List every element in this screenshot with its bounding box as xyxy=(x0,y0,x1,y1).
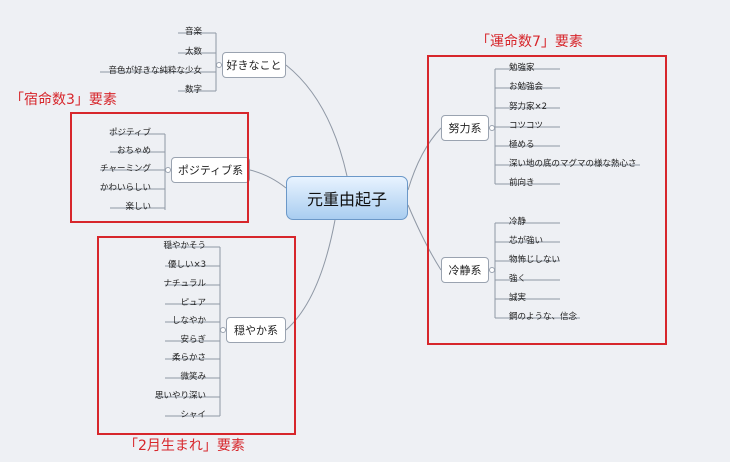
doryoku-leaf-7[interactable]: 前向き xyxy=(509,178,535,188)
positive-leaf-2[interactable]: おちゃめ xyxy=(116,146,151,156)
odayaka-leaf-5[interactable]: しなやか xyxy=(171,316,206,326)
odayaka-leaf-10[interactable]: シャイ xyxy=(180,410,206,420)
reisei-leaf-5[interactable]: 誠実 xyxy=(509,293,527,303)
positive-leaf-5[interactable]: 楽しい xyxy=(125,202,151,212)
doryoku-leaf-4[interactable]: コツコツ xyxy=(509,121,544,131)
connector-root-suki xyxy=(285,64,348,177)
branch-odayaka-node[interactable]: 穏やか系 xyxy=(226,317,286,343)
suki-leaf-4[interactable]: 数字 xyxy=(184,85,202,95)
reisei-leaf-6[interactable]: 鋼のような、信念 xyxy=(509,312,578,322)
root-node[interactable]: 元重由起子 xyxy=(286,176,408,220)
reisei-leaf-2[interactable]: 芯が強い xyxy=(509,236,544,246)
birth-highlight-box xyxy=(97,236,296,435)
branch-reisei-node[interactable]: 冷静系 xyxy=(441,257,489,283)
branch-suki-node[interactable]: 好きなこと xyxy=(222,52,286,78)
annotation-unmei: 「運命数7」要素 xyxy=(476,34,583,50)
positive-leaf-4[interactable]: かわいらしい xyxy=(99,183,151,193)
annotation-birth: 「2月生まれ」要素 xyxy=(124,438,245,454)
connector-root-doryoku xyxy=(407,127,442,191)
odayaka-leaf-9[interactable]: 思いやり深い xyxy=(154,391,206,401)
suki-leaf-3[interactable]: 音色が好きな純粋な少女 xyxy=(108,66,202,76)
connector-root-reisei xyxy=(407,204,442,271)
positive-leaf-1[interactable]: ポジティブ xyxy=(109,128,151,138)
odayaka-leaf-7[interactable]: 柔らかさ xyxy=(171,353,206,363)
doryoku-leaf-6[interactable]: 深い地の底のマグマの様な熱心さ xyxy=(509,159,637,169)
doryoku-leaf-3[interactable]: 努力家×2 xyxy=(509,102,548,112)
reisei-leaf-4[interactable]: 強く xyxy=(509,274,527,284)
branch-doryoku-node[interactable]: 努力系 xyxy=(441,115,489,141)
odayaka-leaf-8[interactable]: 微笑み xyxy=(180,372,206,382)
shukumei-highlight-box xyxy=(70,112,249,223)
suki-leaf-1[interactable]: 音楽 xyxy=(184,27,202,37)
odayaka-leaf-6[interactable]: 安らぎ xyxy=(180,335,206,345)
reisei-leaf-3[interactable]: 物怖じしない xyxy=(509,255,561,265)
doryoku-leaf-1[interactable]: 勉強家 xyxy=(509,63,535,73)
reisei-leaf-1[interactable]: 冷静 xyxy=(509,217,527,227)
doryoku-leaf-5[interactable]: 極める xyxy=(509,140,535,150)
unmei-highlight-box xyxy=(427,55,667,345)
connector-root-odayaka xyxy=(285,219,336,331)
branch-positive-node[interactable]: ポジティブ系 xyxy=(171,157,250,183)
positive-leaf-3[interactable]: チャーミング xyxy=(100,164,151,174)
doryoku-leaf-2[interactable]: お勉強会 xyxy=(509,82,544,92)
suki-leaf-2[interactable]: 太数 xyxy=(184,47,202,57)
odayaka-leaf-1[interactable]: 穏やかそう xyxy=(163,241,206,251)
odayaka-leaf-2[interactable]: 優しい×3 xyxy=(167,260,206,270)
connector-root-positive xyxy=(249,169,287,189)
annotation-shukumei: 「宿命数3」要素 xyxy=(10,92,117,108)
odayaka-leaf-4[interactable]: ピュア xyxy=(180,298,206,308)
odayaka-leaf-3[interactable]: ナチュラル xyxy=(163,279,206,289)
